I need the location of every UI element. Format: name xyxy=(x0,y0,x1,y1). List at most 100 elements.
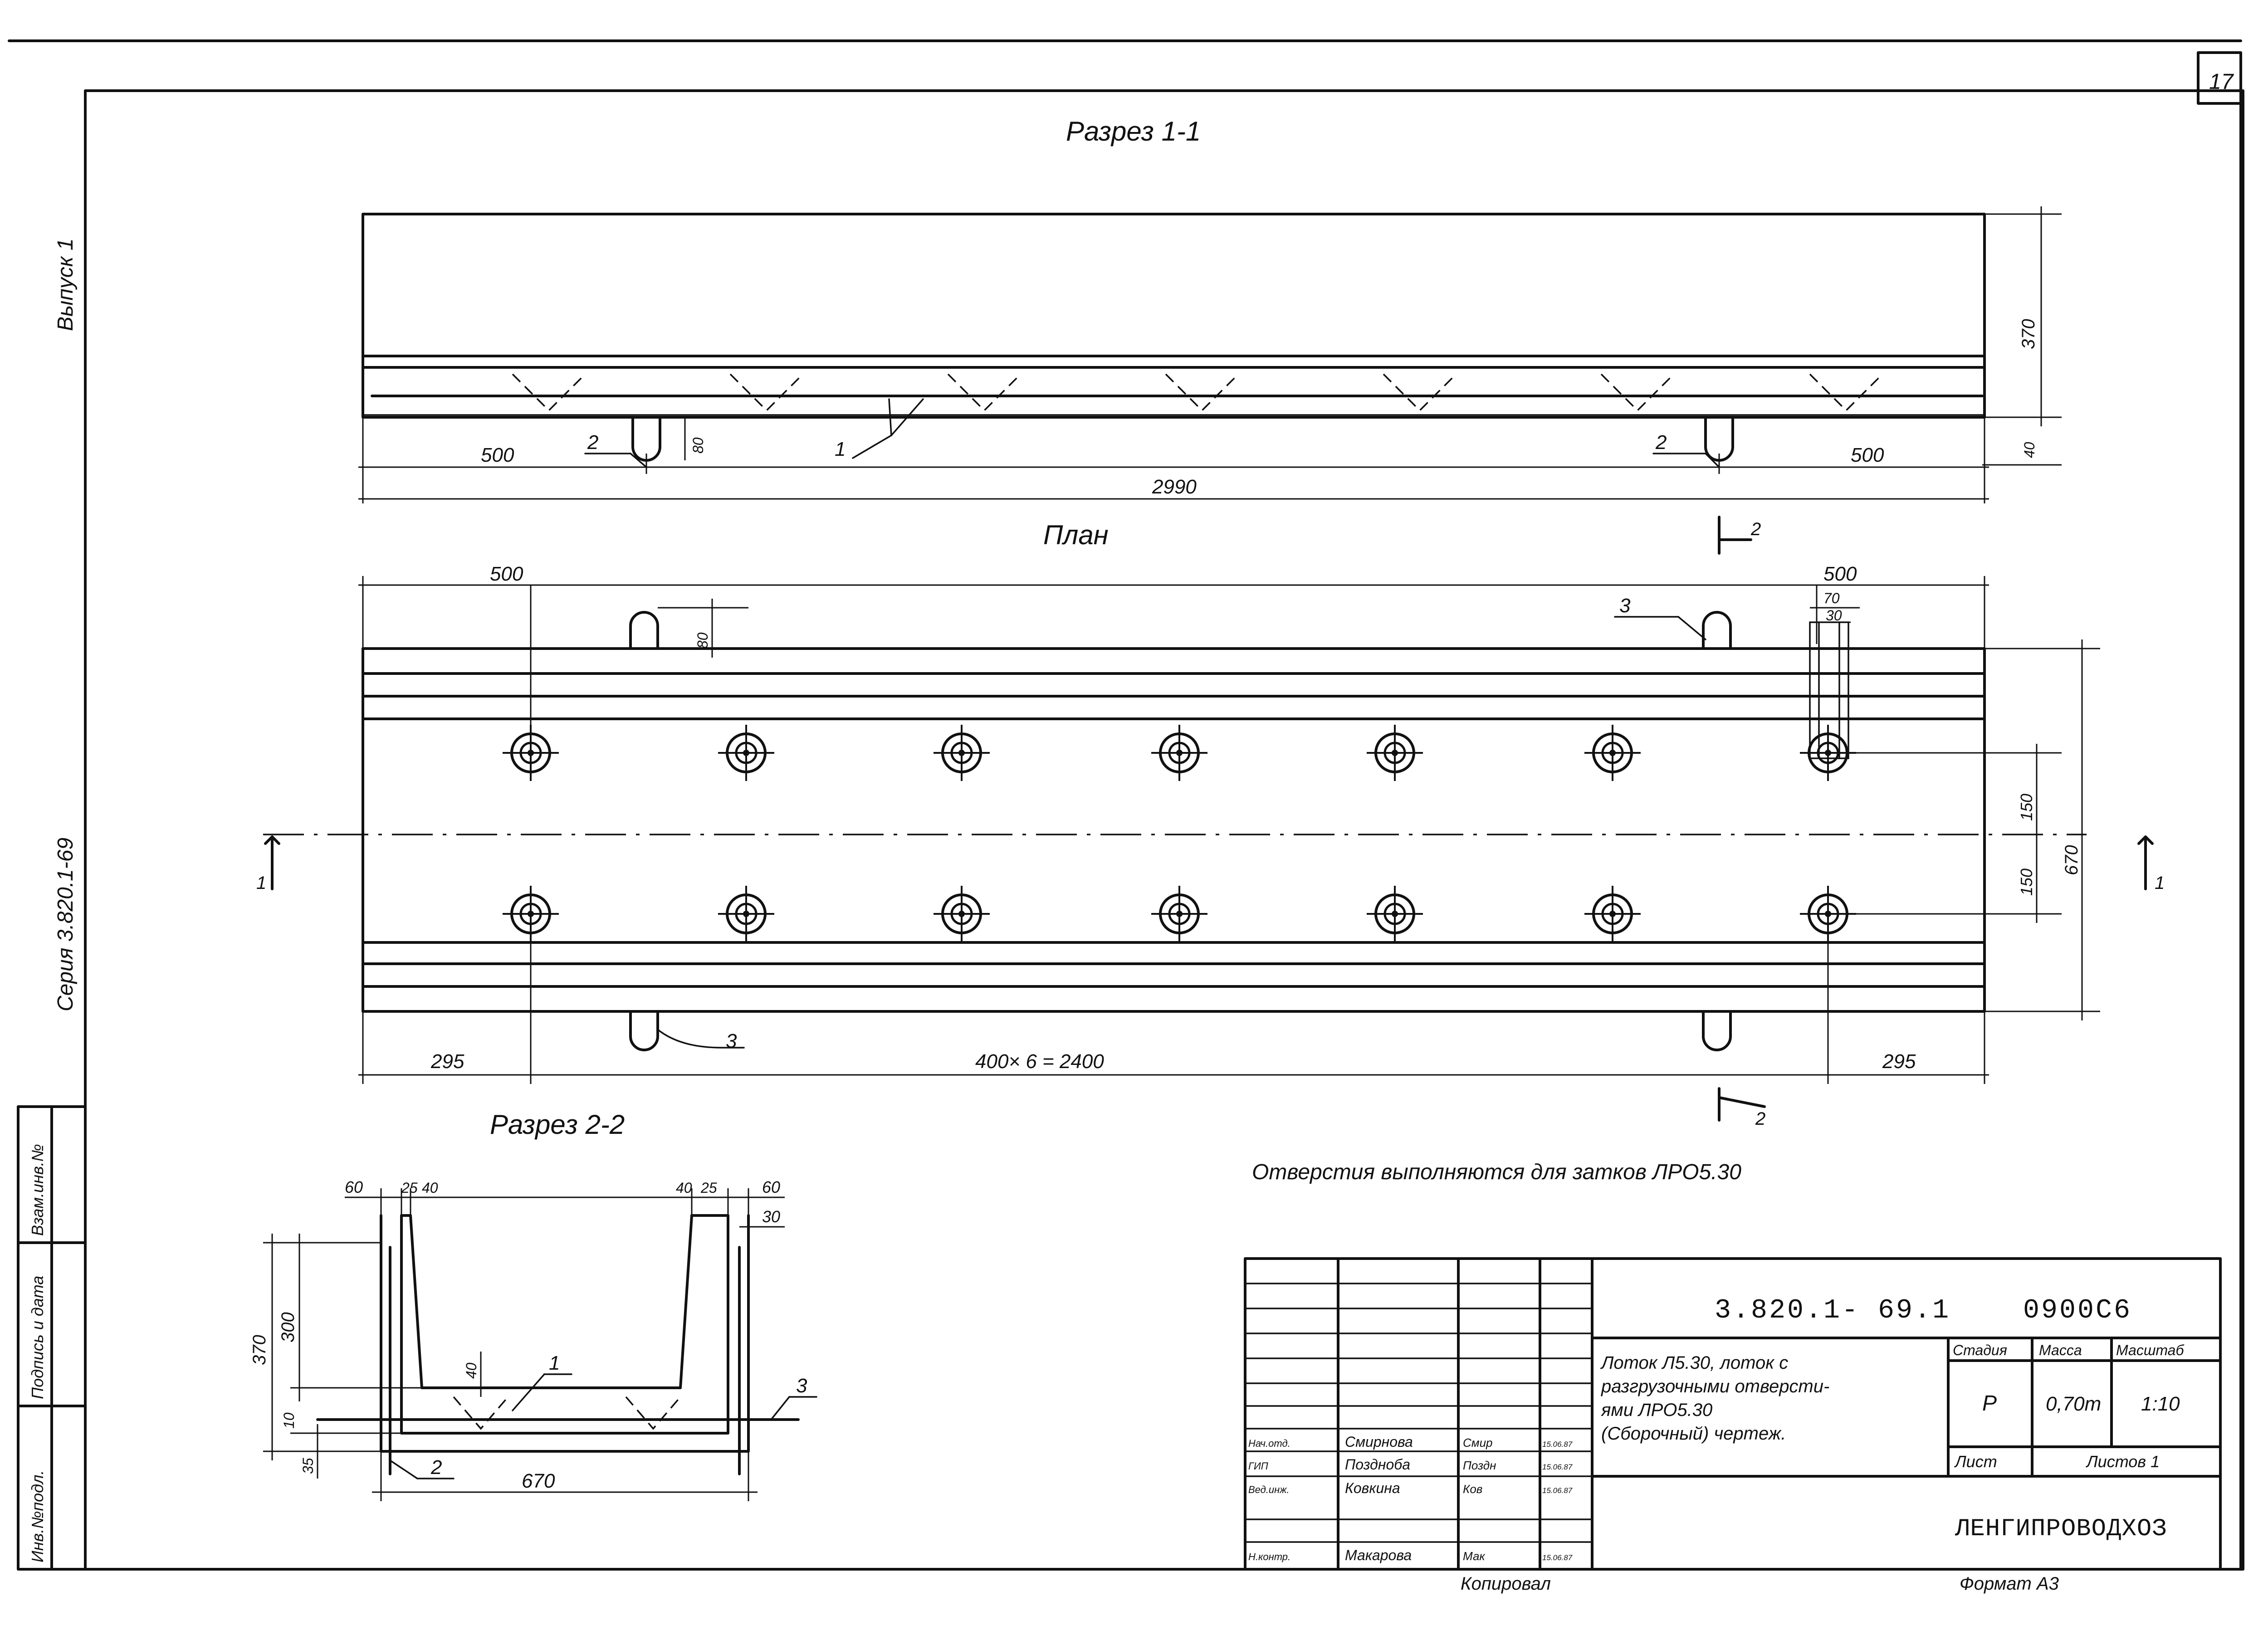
sign-1: Поздн xyxy=(1463,1459,1496,1472)
callout-1: 1 xyxy=(835,438,846,460)
s2-dim-40-right: 40 xyxy=(676,1180,692,1196)
stage-value: Р xyxy=(1982,1391,1997,1415)
svg-text:2: 2 xyxy=(1750,519,1761,539)
plan-dim-150-lower: 150 xyxy=(2017,869,2036,896)
title-line-3: ями ЛРО5.30 xyxy=(1601,1400,1712,1420)
cut-marker-2-bottom: 2 xyxy=(1718,1087,1766,1129)
bolt-hole-icon xyxy=(1584,886,1641,942)
bolt-hole-icon xyxy=(718,725,774,781)
plan-dim-500-right: 500 xyxy=(1823,563,1857,585)
sheet-label: Лист xyxy=(1954,1452,1997,1471)
sheets-label: Листов 1 xyxy=(2086,1452,2160,1471)
dim-40: 40 xyxy=(2021,442,2038,458)
plan-slot-top-right xyxy=(1702,611,1732,650)
bolt-hole-icon xyxy=(1151,886,1207,942)
format-label: Формат А3 xyxy=(1960,1574,2059,1594)
plan-dim-70: 70 xyxy=(1823,590,1840,606)
plan-dim-295-right: 295 xyxy=(1882,1050,1916,1073)
date-2: 15.06.87 xyxy=(1542,1486,1573,1495)
org-name: ЛЕНГИПРОВОДХОЗ xyxy=(1955,1515,2167,1543)
mass-header: Масса xyxy=(2039,1342,2082,1358)
plan-dim-150-upper: 150 xyxy=(2017,794,2036,821)
scale-header: Масштаб xyxy=(2116,1342,2184,1358)
section-2-view: Разрез 2-2 60 25 40 40 25 60 30 370 300 xyxy=(249,1109,817,1501)
section-1-body xyxy=(362,213,1986,419)
s2-dim-300: 300 xyxy=(278,1312,298,1342)
bolt-hole-icon xyxy=(503,886,559,942)
s2-dim-25-left: 25 xyxy=(401,1180,418,1196)
section-1-view: Разрез 1-1 500 500 2990 80 370 xyxy=(358,116,2062,503)
s2-dim-40-inner: 40 xyxy=(463,1362,479,1379)
mass-value: 0,70т xyxy=(2046,1393,2101,1415)
s2-dim-670: 670 xyxy=(522,1470,555,1492)
stage-header: Стадия xyxy=(1953,1342,2007,1358)
bolt-hole-icon xyxy=(718,886,774,942)
cut-marker-1-left: 1 xyxy=(256,835,280,893)
plan-holes xyxy=(503,725,1856,942)
sign-3: Мак xyxy=(1463,1549,1486,1563)
copied-label: Копировал xyxy=(1461,1574,1551,1594)
issue-label: Выпуск 1 xyxy=(54,239,78,331)
role-2: Вед.инж. xyxy=(1248,1484,1290,1495)
sheet-frame: 17 xyxy=(8,39,2244,1571)
bolt-hole-icon xyxy=(934,886,990,942)
s2-dim-10: 10 xyxy=(281,1412,297,1429)
plan-slot-bottom-right xyxy=(1702,1010,1732,1051)
role-1: ГИП xyxy=(1248,1460,1268,1472)
s2-dim-60-left: 60 xyxy=(345,1178,363,1196)
date-3: 15.06.87 xyxy=(1542,1553,1573,1562)
sign-0: Смир xyxy=(1463,1436,1493,1450)
dim-500-left: 500 xyxy=(481,444,514,466)
title-block: 3.820.1- 69.1 0900С6 Лоток Л5.30, лоток … xyxy=(1244,1257,2222,1594)
scale-value: 1:10 xyxy=(2141,1393,2180,1415)
title-line-4: (Сборочный) чертеж. xyxy=(1601,1424,1786,1444)
plan-dim-30: 30 xyxy=(1826,607,1842,624)
name-1: Поздноба xyxy=(1345,1456,1410,1473)
page-number: 17 xyxy=(2209,70,2234,94)
doc-code: 3.820.1- 69.1 xyxy=(1715,1295,1950,1326)
series-label: Серия 3.820.1-69 xyxy=(54,838,78,1011)
rebar-trusses xyxy=(512,373,1883,412)
s2-dim-35: 35 xyxy=(300,1458,316,1474)
bolt-hole-icon xyxy=(1367,725,1423,781)
s2-dim-370: 370 xyxy=(249,1335,269,1365)
page-number-box xyxy=(2197,51,2242,105)
inv-orig-label: Инв.№подл. xyxy=(28,1470,47,1562)
callout-2-left: 2 xyxy=(587,431,598,454)
s2-callout-2: 2 xyxy=(430,1456,442,1479)
role-3: Н.контр. xyxy=(1248,1551,1290,1562)
s2-callout-1: 1 xyxy=(549,1352,560,1374)
s2-callout-3: 3 xyxy=(796,1375,807,1397)
dim-370: 370 xyxy=(2019,319,2038,349)
date-0: 15.06.87 xyxy=(1542,1440,1573,1449)
svg-text:1: 1 xyxy=(256,873,266,893)
doc-mark: 0900С6 xyxy=(2023,1295,2132,1326)
s2-dim-30: 30 xyxy=(762,1207,780,1226)
section-2-title: Разрез 2-2 xyxy=(490,1109,625,1140)
plan-callout-3-top: 3 xyxy=(1619,595,1631,617)
title-line-1: Лоток Л5.30, лоток с xyxy=(1600,1353,1788,1373)
sign-2: Ков xyxy=(1463,1482,1482,1496)
name-3: Макарова xyxy=(1345,1547,1412,1563)
plan-slot-bottom-left xyxy=(629,1010,659,1051)
bolt-hole-icon xyxy=(934,725,990,781)
s2-dim-25-right: 25 xyxy=(700,1180,717,1196)
sign-date-label: Подпись и дата xyxy=(28,1276,47,1399)
svg-text:2: 2 xyxy=(1755,1109,1765,1129)
bolt-hole-icon xyxy=(1367,886,1423,942)
plan-view: План 500 500 80 70 30 xyxy=(256,516,2165,1129)
dim-500-right: 500 xyxy=(1851,444,1884,466)
side-stamp: Выпуск 1 Серия 3.820.1-69 Взам.инв.№ Под… xyxy=(17,239,87,1571)
dim-80: 80 xyxy=(690,437,706,454)
bolt-hole-icon xyxy=(1151,725,1207,781)
cut-marker-2-top: 2 xyxy=(1718,516,1761,555)
role-0: Нач.отд. xyxy=(1248,1438,1290,1449)
name-2: Ковкина xyxy=(1345,1480,1400,1496)
date-1: 15.06.87 xyxy=(1542,1463,1573,1471)
inv-replace-label: Взам.инв.№ xyxy=(28,1144,47,1236)
plan-dim-670: 670 xyxy=(2062,845,2082,875)
cut-marker-1-right: 1 xyxy=(2137,835,2165,893)
plan-dim-80: 80 xyxy=(694,632,711,649)
title-line-2: разгрузочными отверсти- xyxy=(1601,1376,1829,1396)
